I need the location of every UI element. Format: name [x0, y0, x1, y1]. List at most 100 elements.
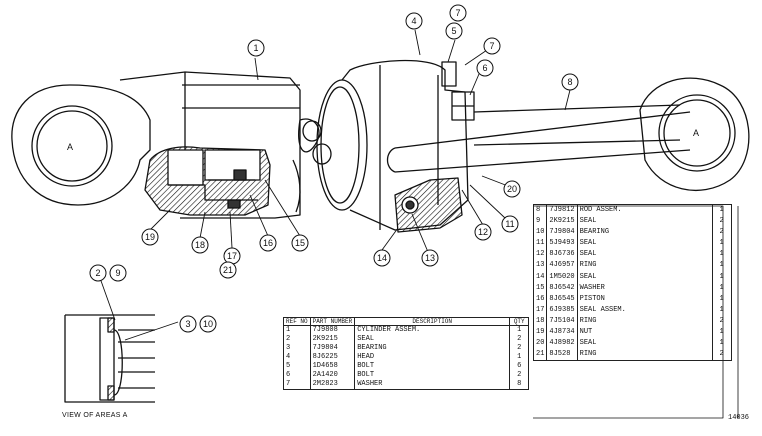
area-a-inset	[64, 314, 155, 403]
callout-16: 16	[263, 238, 273, 248]
part-number-cell: 7J9808	[309, 325, 355, 335]
qty-cell: 1	[711, 238, 732, 250]
ref-cell: 19	[536, 328, 545, 337]
header-part: PART NUMBER	[309, 317, 355, 326]
callout-9: 9	[115, 268, 120, 278]
part-number-cell: 8J6542	[546, 282, 578, 294]
qty-cell: 2	[711, 227, 732, 239]
part-number-cell: 7J5104	[546, 315, 578, 328]
qty-cell: 1	[711, 293, 732, 305]
qty-cell: 2	[509, 344, 529, 353]
part-number-cell: 7J9804	[309, 344, 355, 353]
header-qty: QTY	[509, 317, 529, 326]
part-number-cell: 1M5020	[546, 271, 578, 283]
callout-17: 17	[227, 251, 237, 261]
ref-cell: 13	[536, 261, 545, 270]
ref-cell: 10	[536, 228, 545, 237]
ref-cell: 21	[536, 350, 545, 359]
ref-cell: 20	[536, 339, 545, 348]
ref-cell: 7	[286, 380, 291, 388]
qty-cell: 1	[711, 260, 732, 272]
callout-13: 13	[425, 253, 435, 263]
callout-15: 15	[295, 238, 305, 248]
qty-cell: 1	[711, 204, 732, 217]
callout-numbers: 1 2 3 4 5 6 7 7 8 9 10 11 12 13 14 15 16…	[95, 8, 572, 329]
area-label-left: A	[67, 142, 73, 152]
callout-7: 7	[455, 8, 460, 18]
callout-19: 19	[145, 232, 155, 242]
qty-cell: 6	[509, 362, 529, 371]
description-cell: RING	[576, 260, 713, 272]
description-cell: BEARING	[354, 344, 510, 353]
part-number-cell: 8J6736	[546, 249, 578, 261]
ref-cell: 8	[536, 206, 541, 214]
piston-cutaway	[144, 146, 271, 216]
figure-number: 14036	[728, 414, 750, 422]
qty-cell: 1	[711, 249, 732, 261]
ref-cell: 9	[536, 217, 541, 226]
callout-2: 2	[95, 268, 100, 278]
part-number-cell: 4J6957	[546, 260, 578, 272]
piston-rod	[386, 104, 691, 173]
callout-10: 10	[203, 319, 213, 329]
part-number-cell: 8J6225	[309, 353, 355, 362]
qty-cell: 2	[711, 349, 732, 361]
qty-cell: 1	[509, 325, 529, 335]
callout-14: 14	[377, 253, 387, 263]
callout-20: 20	[507, 184, 517, 194]
description-cell: BOLT	[354, 371, 510, 380]
description-cell: PISTON	[576, 293, 713, 305]
callout-18: 18	[195, 240, 205, 250]
ref-cell: 18	[536, 316, 545, 325]
description-cell: CYLINDER ASSEM.	[354, 325, 510, 335]
description-cell: SEAL	[576, 238, 713, 250]
header-ref: REF NO	[283, 317, 311, 326]
description-cell: WASHER	[354, 380, 510, 390]
description-cell: SEAL	[576, 216, 713, 228]
part-number-cell: 2M2823	[309, 380, 355, 390]
cylinder-head	[316, 59, 475, 233]
part-number-cell: 6J9385	[546, 304, 578, 316]
qty-cell: 1	[711, 282, 732, 294]
description-cell: SEAL	[354, 335, 510, 344]
description-cell: ROD ASSEM.	[576, 204, 713, 217]
callout-21: 21	[223, 265, 233, 275]
part-number-cell: 7J9804	[546, 227, 578, 239]
header-description: DESCRIPTION	[354, 317, 510, 326]
part-number-cell: 2A1420	[309, 371, 355, 380]
qty-cell: 8	[509, 380, 529, 390]
ref-cell: 15	[536, 283, 545, 292]
inset-caption: VIEW OF AREAS A	[62, 412, 128, 419]
callout-5: 5	[451, 26, 456, 36]
left-eye	[11, 84, 151, 206]
ref-cell: 1	[286, 326, 291, 334]
description-cell: SEAL	[576, 249, 713, 261]
qty-cell: 2	[509, 335, 529, 344]
callout-11: 11	[505, 219, 514, 229]
qty-cell: 2	[509, 371, 529, 380]
description-cell: SEAL ASSEM.	[576, 304, 713, 316]
callout-3: 3	[185, 319, 190, 329]
callout-circles	[89, 4, 579, 333]
description-cell: BEARING	[576, 227, 713, 239]
ref-cell: 4	[286, 353, 291, 361]
ref-cell: 12	[536, 250, 545, 259]
part-number-cell: 4J8982	[546, 338, 578, 350]
part-number-cell: 2K9215	[546, 216, 578, 228]
callout-8: 8	[567, 77, 572, 87]
ref-cell: 11	[536, 239, 545, 248]
